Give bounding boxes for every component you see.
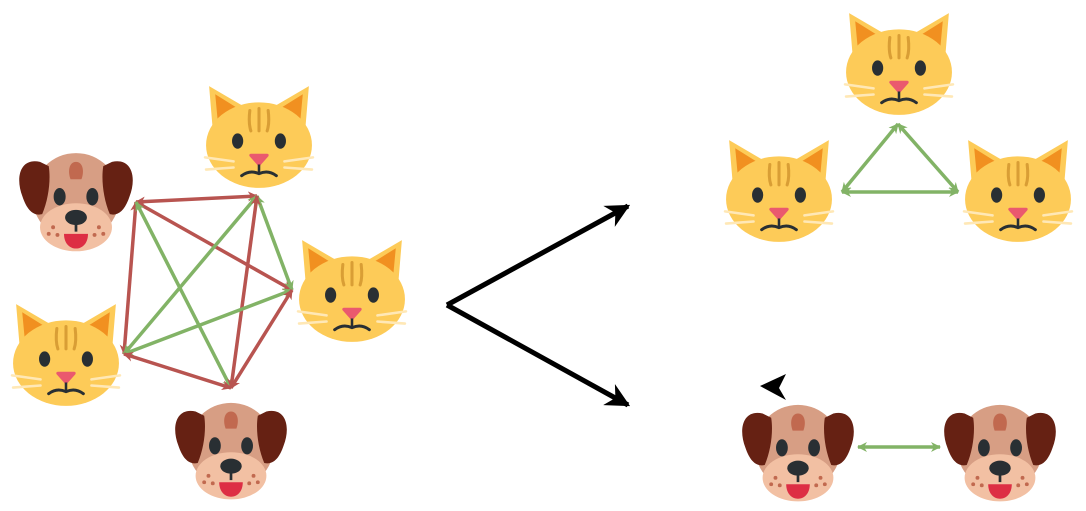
link-dog-top-to-cat-left: [119, 201, 141, 355]
cat-face-icon: [296, 238, 408, 344]
cat-face-icon: [10, 302, 122, 408]
cat-link-top-left: [840, 122, 900, 194]
link-dog-top-to-cat-top: [135, 191, 258, 207]
stray-arrowhead-icon: [760, 374, 786, 400]
dog-face-icon: [173, 401, 289, 501]
dog-group: [740, 374, 1058, 503]
left-group-animals: [10, 84, 408, 501]
cat-face-icon: [723, 138, 835, 244]
link-cat-right-to-dog-bottom: [229, 289, 294, 389]
cat-link-top-right: [896, 122, 960, 194]
dog-face-icon: [942, 403, 1058, 503]
dog-face-icon: [17, 151, 135, 253]
split-arrows: [445, 203, 631, 408]
cat-group: [723, 11, 1074, 244]
cat-face-icon: [962, 138, 1074, 244]
arrow-to-cat-group: [445, 203, 631, 308]
arrow-to-dog-group: [445, 302, 631, 408]
cat-face-icon: [203, 84, 315, 190]
cat-face-icon: [843, 11, 955, 117]
link-cat-top-to-cat-right: [255, 195, 294, 291]
dog-face-icon: [740, 403, 856, 503]
left-group-links: [119, 191, 294, 391]
link-cat-left-to-dog-bottom: [123, 351, 232, 391]
